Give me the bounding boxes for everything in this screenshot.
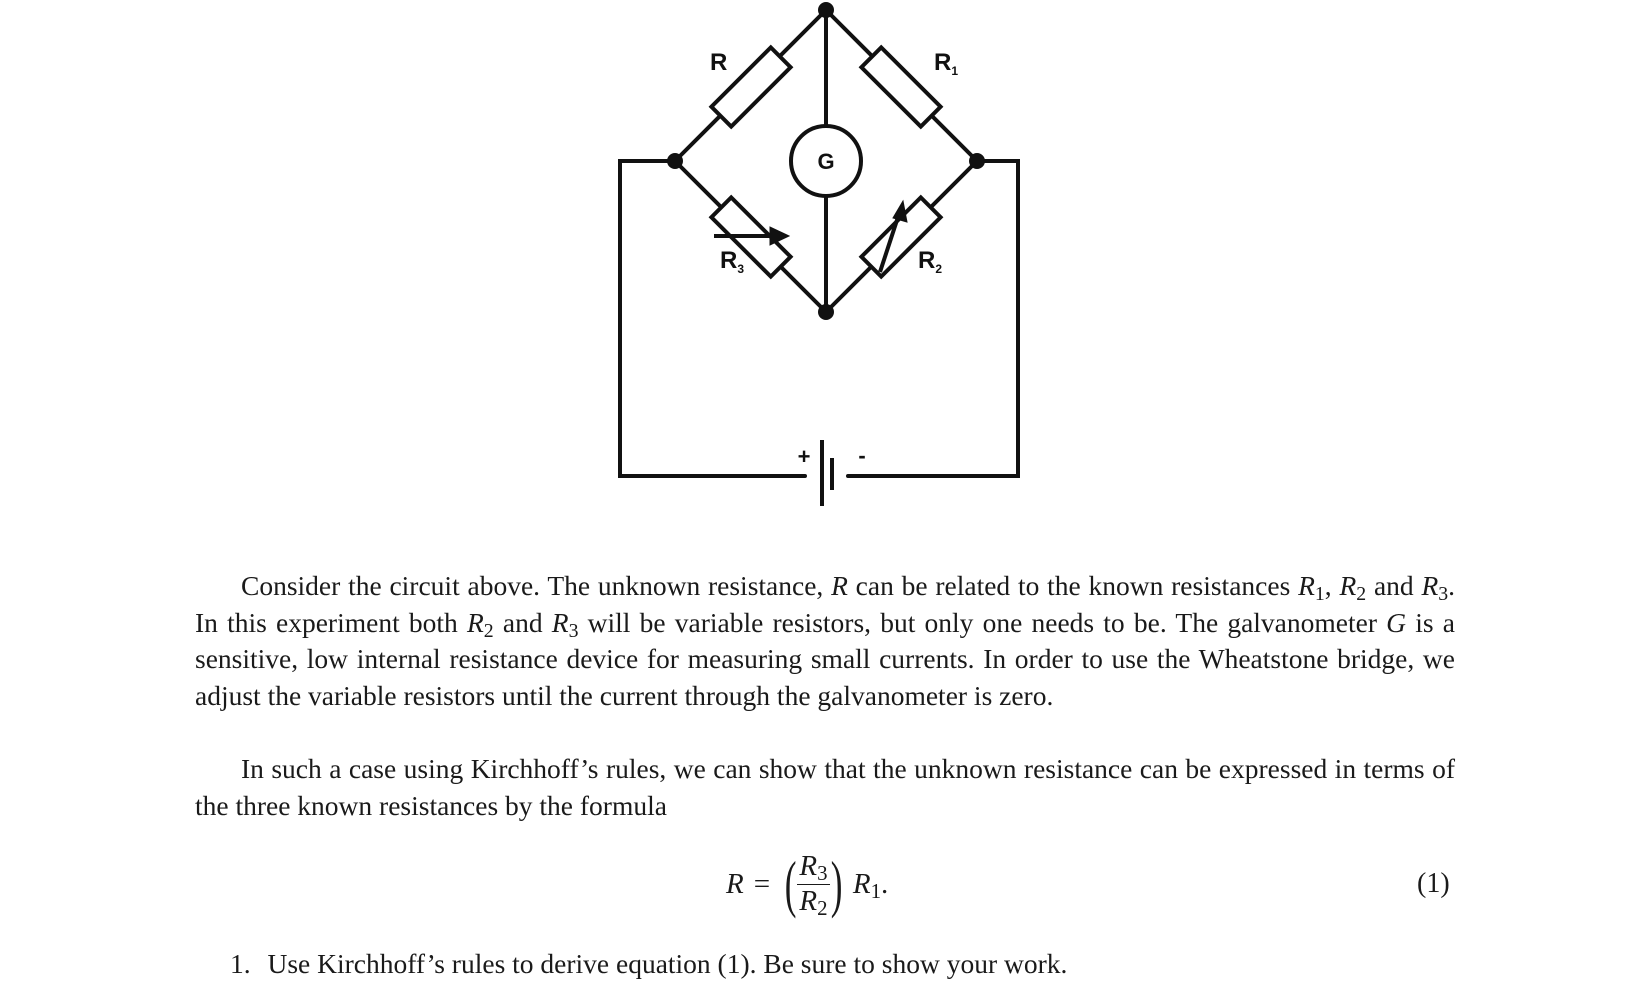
wire-outer-right bbox=[846, 159, 1020, 478]
resistor-R1 bbox=[858, 44, 944, 130]
variable-arrow-R3-head bbox=[769, 226, 791, 246]
equation-lhs: R bbox=[726, 867, 744, 900]
resistor-R bbox=[708, 44, 794, 130]
label-R: R bbox=[710, 49, 727, 76]
right-paren: ) bbox=[830, 848, 843, 919]
wire-outer-left bbox=[618, 159, 807, 478]
equation-number: (1) bbox=[1417, 868, 1450, 899]
paragraph-kirchhoff: In such a case using Kirchhoff’s rules, … bbox=[195, 751, 1455, 824]
left-paren: ( bbox=[784, 848, 797, 919]
fraction-denominator: R2 bbox=[799, 885, 828, 921]
variable-arrow-R2-head bbox=[892, 199, 908, 223]
paragraph-2: In such a case using Kirchhoff’s rules, … bbox=[195, 753, 1455, 821]
label-G: G bbox=[817, 149, 834, 174]
paragraph-circuit-description: Consider the circuit above. The unknown … bbox=[195, 568, 1455, 714]
label-R2: R2 bbox=[918, 247, 942, 276]
battery-plus-sign: + bbox=[798, 444, 811, 469]
node-top bbox=[818, 2, 834, 18]
equation-equals: = bbox=[753, 867, 771, 900]
label-R1: R1 bbox=[934, 49, 958, 78]
node-right bbox=[969, 153, 985, 169]
variable-arrow-R2-shaft bbox=[878, 213, 901, 273]
battery-minus-sign: - bbox=[858, 443, 865, 468]
galvanometer bbox=[789, 124, 863, 198]
list-item: 1. Use Kirchhoff’s rules to derive equat… bbox=[230, 948, 1067, 980]
equation-rhs: R1. bbox=[852, 867, 889, 903]
paragraph-1: Consider the circuit above. The unknown … bbox=[195, 570, 1456, 711]
wheatstone-bridge-diagram: R R1 R3 R2 G + - bbox=[618, 2, 1020, 506]
node-bottom bbox=[818, 304, 834, 320]
equation-1: R = ( R3 R2 ) R1. bbox=[726, 848, 888, 920]
label-R3: R3 bbox=[720, 247, 744, 276]
list-item-number: 1. bbox=[230, 948, 251, 979]
list-item-text: Use Kirchhoff’s rules to derive equation… bbox=[267, 948, 1068, 979]
equation-fraction: R3 R2 bbox=[797, 850, 830, 921]
fraction-numerator: R3 bbox=[797, 850, 830, 886]
resistor-R2 bbox=[858, 194, 944, 280]
node-left bbox=[667, 153, 683, 169]
